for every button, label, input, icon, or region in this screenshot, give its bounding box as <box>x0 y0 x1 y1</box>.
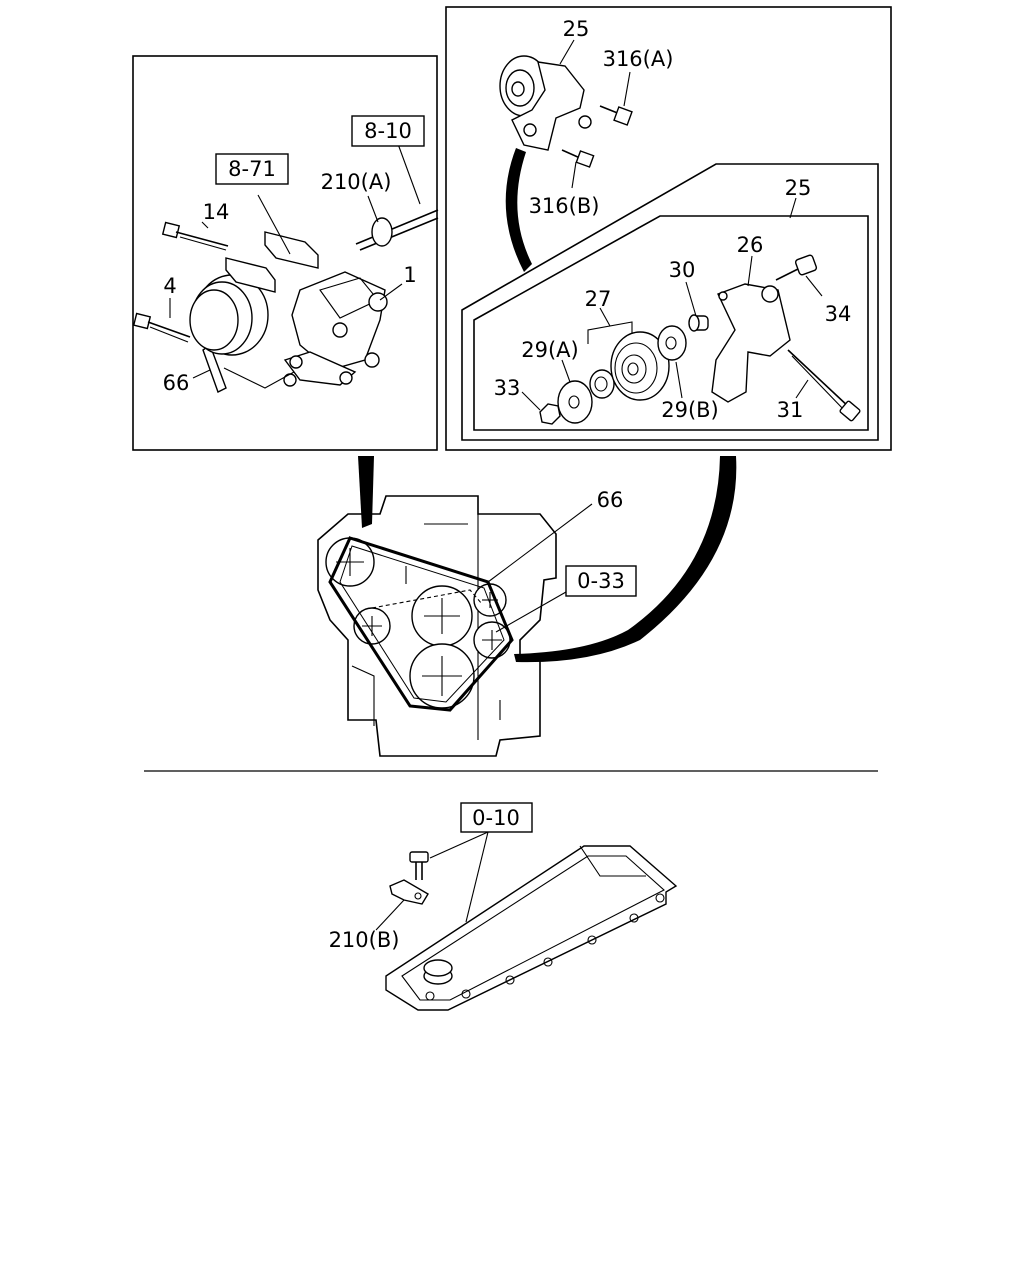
bolt-14-part <box>161 221 229 251</box>
ref-0-33-text: 0-33 <box>577 569 625 593</box>
bolt-34-part <box>775 254 818 281</box>
label-14: 14 <box>203 200 230 224</box>
arm-26-part <box>711 283 791 403</box>
label-316a: 316(A) <box>603 47 674 71</box>
left-panel-frame <box>132 55 438 451</box>
bracket-8-71-part <box>225 231 319 293</box>
ref-0-10-text: 0-10 <box>472 806 520 830</box>
clip-210b-part <box>389 879 429 905</box>
bearing-part <box>589 369 615 399</box>
ref-8-10-text: 8-10 <box>364 119 412 143</box>
bushing-30-part <box>688 314 709 332</box>
top-right-panel: 25 316(A) 316(B) <box>445 6 892 451</box>
label-31: 31 <box>777 398 804 422</box>
label-66-engine: 66 <box>597 488 624 512</box>
label-210a: 210(A) <box>321 170 392 194</box>
label-29b: 29(B) <box>661 398 719 422</box>
left-callout-arc <box>358 456 374 528</box>
left-panel: 8-10 8-71 14 4 66 1 210(A) <box>132 55 439 451</box>
label-25-detail: 25 <box>785 176 812 200</box>
bolt-4-part <box>132 312 191 343</box>
ref-box-0-33 <box>565 565 637 597</box>
clip-210a-part <box>355 209 439 251</box>
label-29a: 29(A) <box>521 338 578 362</box>
label-1: 1 <box>403 263 416 287</box>
bolt-316a-part <box>599 105 633 126</box>
detail-panel-outer-frame <box>461 163 879 441</box>
detail-callout-arc <box>505 148 532 272</box>
label-66-left: 66 <box>163 371 190 395</box>
detail-panel-inner-frame <box>473 215 869 431</box>
ref-box-0-10 <box>460 802 533 833</box>
ref-box-8-71 <box>215 153 289 185</box>
detail-panel: 25 26 27 30 34 29(A) 33 29(B) 31 <box>461 163 879 441</box>
label-27: 27 <box>585 287 612 311</box>
rocker-cover: 0-10 210(B) <box>329 802 678 1011</box>
bracket-1-part <box>283 271 388 387</box>
bolt-316b-part <box>561 149 595 168</box>
top-right-panel-frame <box>445 6 892 451</box>
label-4: 4 <box>163 274 176 298</box>
bolt-31-part <box>787 349 861 422</box>
ref-8-71-text: 8-71 <box>228 157 276 181</box>
right-callout-arc <box>514 456 737 663</box>
engine-front-view: 0-33 66 <box>317 488 637 757</box>
label-25-top: 25 <box>563 17 590 41</box>
tensioner-25-part <box>499 55 592 151</box>
cover-bolt-part <box>409 851 429 880</box>
pulley-27-part <box>610 331 670 401</box>
nut-33-part <box>539 403 561 425</box>
label-34: 34 <box>825 302 852 326</box>
label-33: 33 <box>494 376 521 400</box>
pulley-part <box>189 274 269 356</box>
washer-29b-part <box>657 325 687 361</box>
label-316b: 316(B) <box>529 194 600 218</box>
ref-box-8-10 <box>351 115 425 147</box>
washer-29a-part <box>557 380 593 424</box>
oil-cap-part <box>423 959 453 985</box>
label-210b: 210(B) <box>329 928 400 952</box>
label-26: 26 <box>737 233 764 257</box>
label-30: 30 <box>669 258 696 282</box>
